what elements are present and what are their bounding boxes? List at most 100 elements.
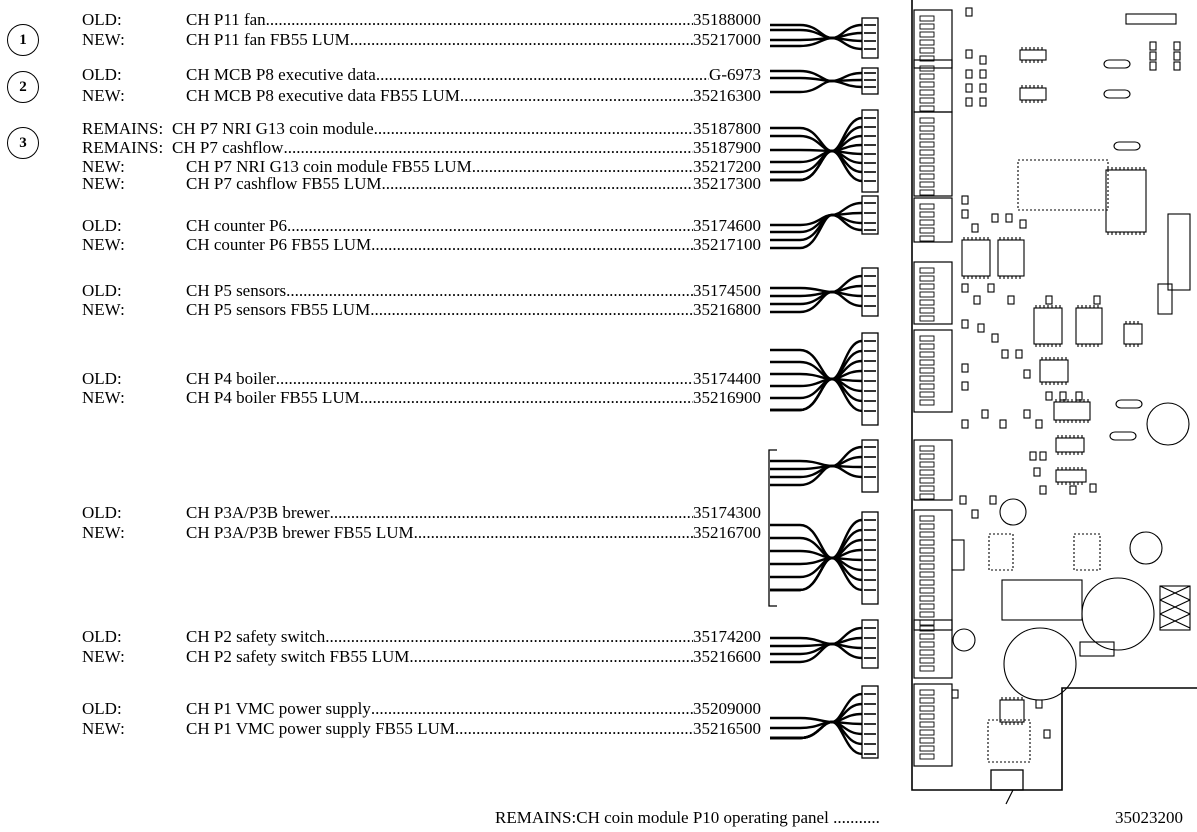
row-name-text: CH P11 fan FB55 LUM xyxy=(186,30,350,49)
cable-wire xyxy=(770,28,863,40)
edge-pin xyxy=(919,89,935,96)
cable-wire xyxy=(770,720,863,756)
row-status: NEW: xyxy=(82,719,125,738)
row-status: OLD: xyxy=(82,216,122,235)
ic-chip xyxy=(1055,435,1085,455)
edge-pin xyxy=(919,149,935,156)
component-block xyxy=(951,539,965,571)
smd-component xyxy=(1039,451,1047,461)
oval-pad xyxy=(1113,141,1141,151)
smd-component xyxy=(981,409,989,419)
edge-pin xyxy=(919,299,935,306)
oval-pad xyxy=(1103,89,1131,99)
edge-pin xyxy=(919,603,935,610)
row-code: 35217000 xyxy=(693,30,761,49)
edge-pin xyxy=(919,315,935,322)
smd-component xyxy=(1093,295,1101,305)
edge-pin xyxy=(919,267,935,274)
ic-chip xyxy=(1019,85,1047,103)
component-block xyxy=(1125,13,1177,25)
smd-component xyxy=(971,223,979,233)
row-name-text: CH P1 VMC power supply xyxy=(186,699,371,718)
edge-pin xyxy=(919,359,935,366)
row-status: OLD: xyxy=(82,10,122,29)
cable-wire xyxy=(770,464,863,487)
cable-wire xyxy=(770,538,863,560)
cable-wire xyxy=(770,274,863,294)
row-status: REMAINS: xyxy=(82,119,164,138)
cable-connector xyxy=(861,685,879,759)
edge-pin xyxy=(919,729,935,736)
oval-pad xyxy=(1109,431,1137,441)
edge-pin xyxy=(919,689,935,696)
row-code: 35216900 xyxy=(693,388,761,407)
cable-connector xyxy=(861,17,879,59)
edge-pin xyxy=(919,275,935,282)
row-name-text: CH P3A/P3B brewer FB55 LUM xyxy=(186,523,414,542)
row-name-text: CH P7 NRI G13 coin module FB55 LUM xyxy=(186,157,472,176)
smd-component xyxy=(979,83,987,93)
smd-component xyxy=(965,49,973,59)
smd-component xyxy=(1001,349,1009,359)
row-code: 35216600 xyxy=(693,647,761,666)
ic-chip xyxy=(1055,467,1087,485)
row-name: CH P4 boiler FB55 LUM 35216900 xyxy=(186,389,761,406)
ic-chip xyxy=(1019,47,1047,63)
edge-pin xyxy=(919,571,935,578)
row-code: 35216700 xyxy=(693,523,761,542)
cable-connector xyxy=(861,511,879,605)
row-code: 35174200 xyxy=(693,627,761,646)
dashed-outline xyxy=(988,533,1014,571)
smd-component xyxy=(1023,409,1031,419)
edge-pin xyxy=(919,493,935,500)
round-component xyxy=(1081,577,1155,651)
component-block xyxy=(1157,283,1173,315)
ic-chip xyxy=(1053,399,1091,423)
board-components xyxy=(951,7,1191,763)
edge-pin xyxy=(919,235,935,242)
edge-pin xyxy=(919,189,935,196)
ic-chip xyxy=(999,697,1025,725)
edge-pin xyxy=(919,619,935,626)
row-status: NEW: xyxy=(82,30,125,49)
row-name-text: CH MCB P8 executive data xyxy=(186,65,376,84)
row-name: CH P7 cashflow FB55 LUM35217300 xyxy=(186,175,761,192)
smd-component xyxy=(959,495,967,505)
cable-bundles xyxy=(770,17,879,759)
marker-1: 1 xyxy=(7,24,39,56)
p10-connector xyxy=(990,769,1024,791)
cable-wire xyxy=(770,149,863,183)
edge-pin xyxy=(919,15,935,22)
smd-component xyxy=(1033,467,1041,477)
smd-component xyxy=(1173,61,1181,71)
row-name: CH P3A/P3B brewer FB55 LUM 35216700 xyxy=(186,524,761,541)
dashed-outline xyxy=(987,719,1031,763)
edge-pin xyxy=(919,291,935,298)
row-code: 35209000 xyxy=(693,699,761,718)
cable-wire xyxy=(770,79,863,94)
edge-connector xyxy=(913,9,953,69)
smd-component xyxy=(961,209,969,219)
footer-label: REMAINS:CH coin module P10 operating pan… xyxy=(495,808,880,827)
cable-bundle xyxy=(770,67,879,95)
edge-pin xyxy=(919,383,935,390)
cable-connector xyxy=(861,267,879,317)
cable-bundle xyxy=(770,685,879,759)
cable-bundle xyxy=(770,619,879,669)
edge-pin xyxy=(919,515,935,522)
smd-component xyxy=(1023,369,1031,379)
row-name-text: CH P7 NRI G13 coin module xyxy=(172,119,374,138)
round-component xyxy=(1146,402,1190,446)
cable-wire xyxy=(770,36,863,51)
row-name: CH P11 fan FB55 LUM 35217000 xyxy=(186,31,761,48)
ic-chip xyxy=(1075,305,1103,347)
smd-component xyxy=(1045,295,1053,305)
row-status: OLD: xyxy=(82,699,122,718)
edge-pin xyxy=(919,81,935,88)
edge-pin xyxy=(919,219,935,226)
row-name-text: CH P4 boiler FB55 LUM xyxy=(186,388,360,407)
edge-pin xyxy=(919,173,935,180)
smd-component xyxy=(991,333,999,343)
brewer-bracket xyxy=(768,449,777,607)
